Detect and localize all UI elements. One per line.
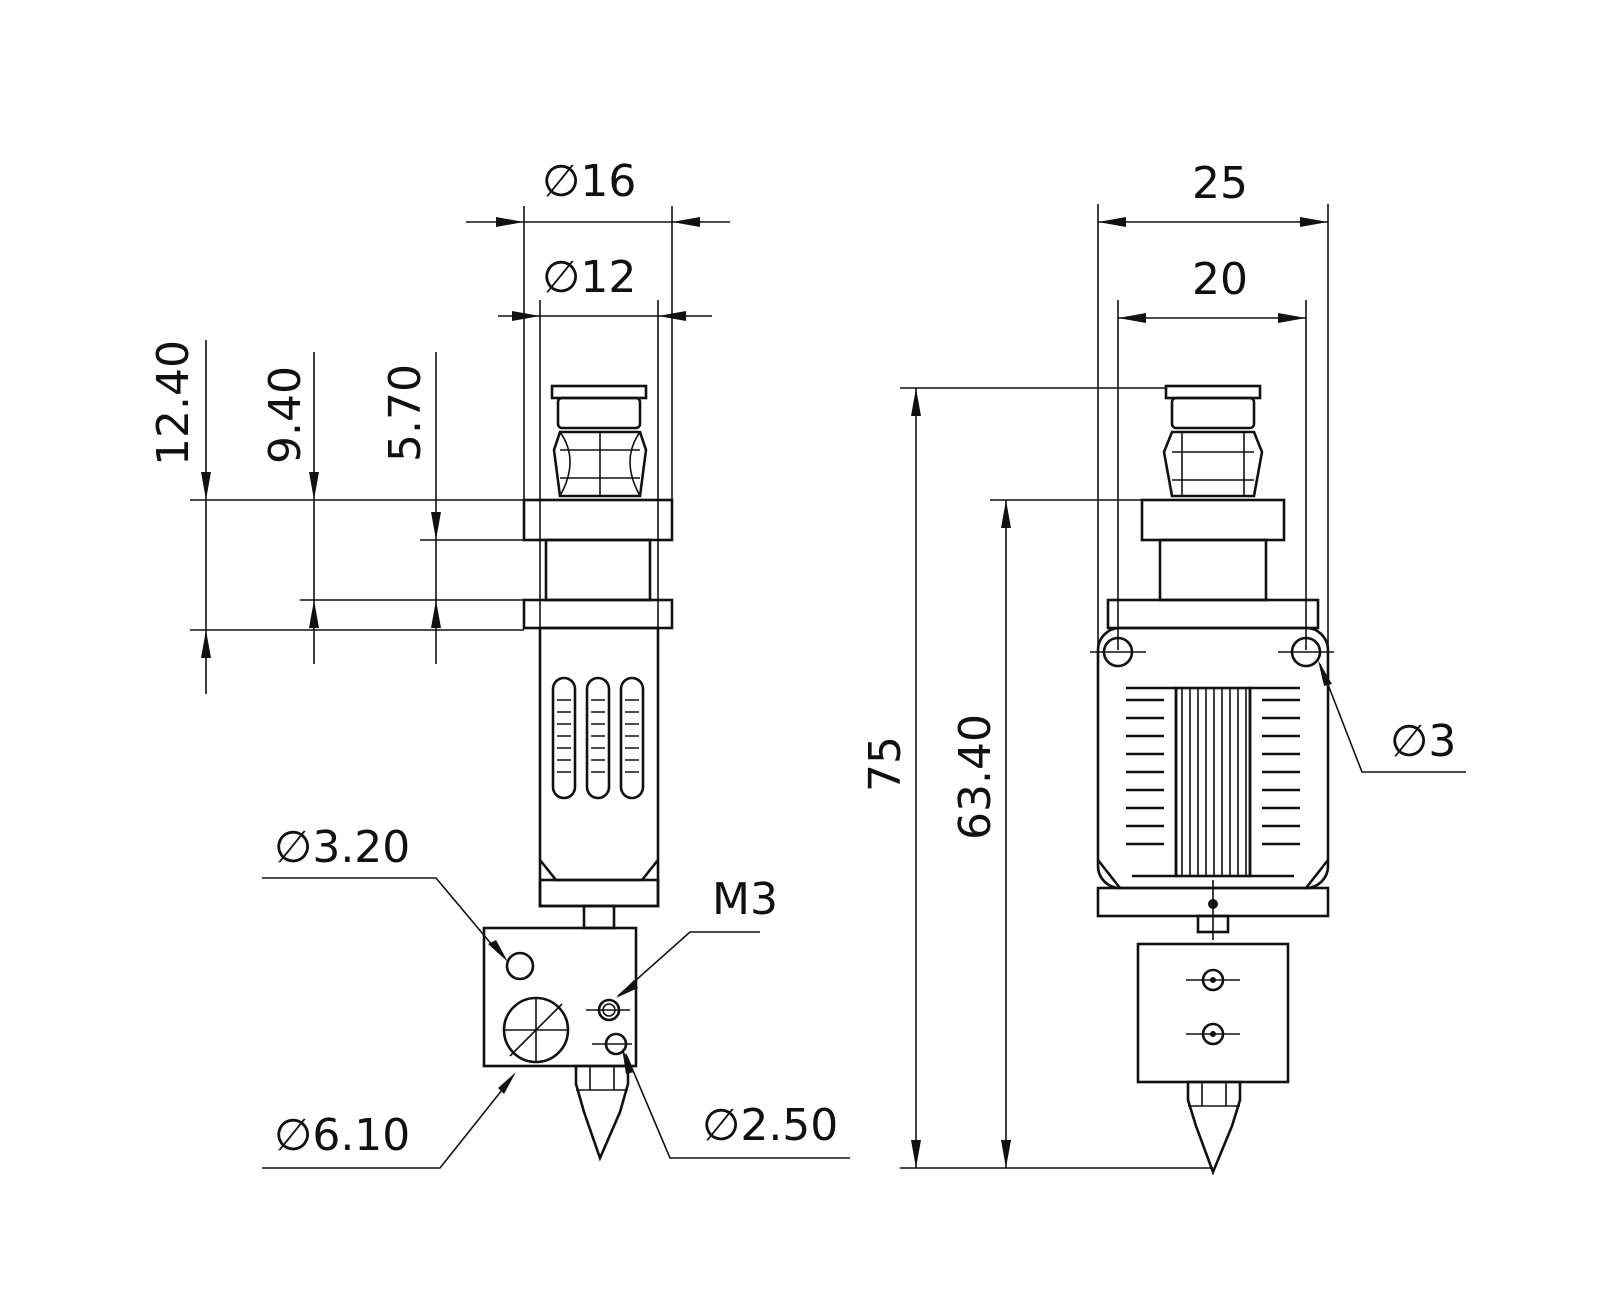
dim-dia6-10: ∅6.10: [274, 1110, 410, 1161]
dim-dia3: ∅3: [1390, 716, 1456, 767]
dim-20: 20: [1192, 254, 1248, 305]
dim-75: 75: [860, 736, 911, 792]
dim-dia12: ∅12: [542, 252, 636, 303]
side-view-dimensions: [190, 206, 850, 1169]
dim-25: 25: [1192, 158, 1248, 209]
heatsink-slots: [551, 676, 645, 800]
dim-12-40: 12.40: [148, 340, 199, 466]
front-view-dimensions: [900, 204, 1466, 1169]
dim-dia3-20: ∅3.20: [274, 822, 410, 873]
dim-dia16: ∅16: [542, 156, 636, 207]
side-view: [482, 384, 674, 1162]
center-fins: [1174, 686, 1252, 878]
front-view: [1090, 384, 1334, 1176]
dim-9-40: 9.40: [260, 366, 311, 464]
dim-m3: M3: [712, 874, 778, 925]
dim-63-40: 63.40: [950, 714, 1001, 840]
dim-5-70: 5.70: [380, 364, 431, 462]
dim-dia2-50: ∅2.50: [702, 1100, 838, 1151]
